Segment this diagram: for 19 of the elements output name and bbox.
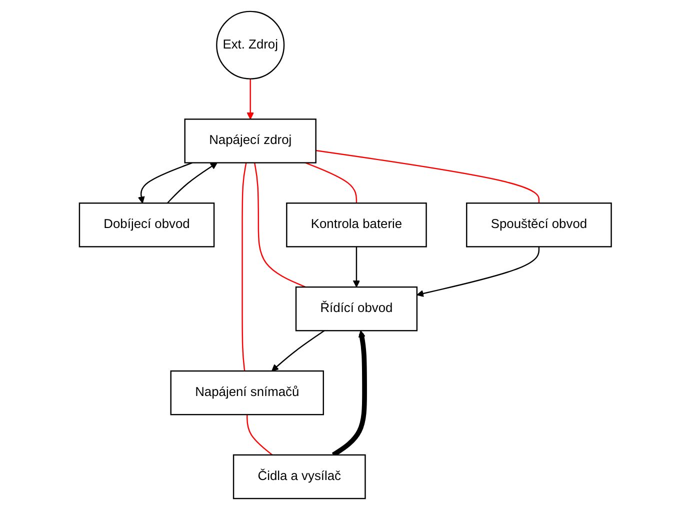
node-box: Dobíjecí obvod	[78, 202, 214, 248]
connector	[254, 162, 306, 288]
connector	[304, 162, 357, 204]
connector	[246, 414, 272, 456]
node-box: Napájení snímačů	[170, 370, 324, 416]
arrow	[416, 246, 540, 297]
node-box: Čidla a vysílač	[232, 454, 366, 500]
node-box: Kontrola baterie	[286, 202, 426, 248]
node-circle: Ext. Zdroj	[216, 10, 284, 80]
arrow	[352, 246, 360, 288]
arrow	[137, 162, 192, 204]
arrow	[246, 78, 254, 120]
arrow	[166, 162, 218, 204]
connector	[241, 162, 246, 372]
arrow	[271, 330, 324, 372]
node-box: Napájecí zdroj	[184, 118, 316, 164]
node-box: Řídící obvod	[295, 286, 418, 332]
node-box: Spouštěcí obvod	[466, 202, 612, 248]
connector	[315, 150, 540, 204]
